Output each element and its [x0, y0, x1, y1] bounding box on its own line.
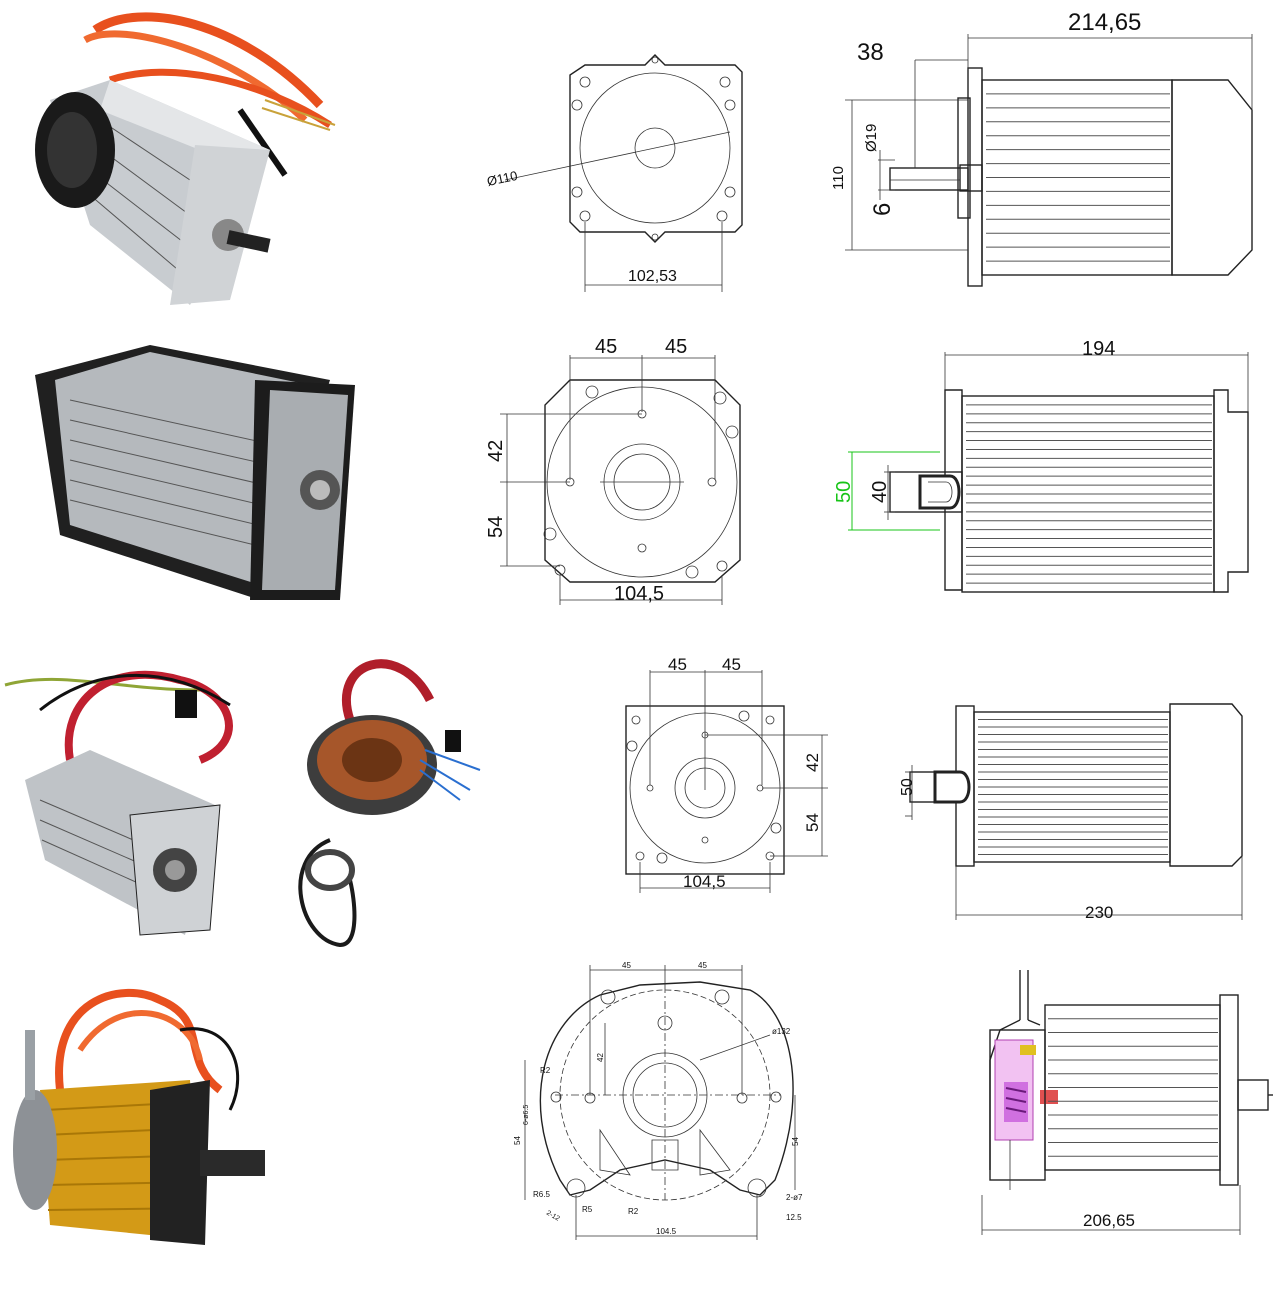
row2-width-label: 104,5: [614, 583, 664, 605]
row4-upper-label: 42: [596, 1053, 605, 1062]
row2-right-label: 45: [665, 336, 687, 358]
row3-shaft-label: 50: [899, 778, 916, 796]
row1-height-label: 110: [830, 166, 847, 190]
row4-side-view: 206,65: [981, 970, 1273, 1235]
row1-shaft-len-label: 38: [857, 39, 884, 66]
row4-overall-label: 206,65: [1083, 1211, 1135, 1230]
row3-upper-label: 42: [803, 753, 822, 772]
row3-side-view: 50 230: [899, 703, 1243, 922]
row3-lower-label: 54: [803, 813, 822, 832]
row3-left-label: 45: [668, 655, 687, 674]
row3-front-view: 45 45 42 54 104,5: [625, 655, 828, 893]
row2-front-view: 45 45 42 54 104,5: [485, 336, 741, 605]
row1-front-view: Ø110 102,53: [486, 54, 743, 292]
row4-rc-label: R5: [582, 1205, 593, 1214]
row4-holes-label: 2-ø7: [786, 1193, 803, 1202]
row1-width-label: 102,53: [628, 268, 677, 285]
motor-photo-4: [13, 989, 265, 1245]
row2-lower-label: 54: [485, 516, 507, 538]
row1-side-view: 214,65 38 Ø19 110 6: [830, 9, 1253, 287]
row2-upper-label: 42: [485, 440, 507, 462]
motor-photo-3: [4, 659, 481, 948]
row2-overall-label: 194: [1082, 338, 1115, 360]
row2-side-view: 194 50 40: [833, 338, 1249, 593]
row4-width-label: 104.5: [656, 1227, 677, 1236]
row4-right-label: 45: [698, 961, 707, 970]
row4-side-left-label: 54: [513, 1136, 522, 1145]
row2-left-label: 45: [595, 336, 617, 358]
row4-ra-label: R6.5: [533, 1190, 550, 1199]
row4-dia-label: ø132: [772, 1027, 791, 1036]
row4-depth-label: 12.5: [786, 1213, 802, 1222]
row1-dia-label: Ø110: [486, 168, 519, 189]
row2-inner-label: 40: [869, 481, 891, 503]
row1-overall-label: 214,65: [1068, 9, 1141, 36]
row4-rd-label: R2: [628, 1207, 639, 1216]
row3-width-label: 104,5: [683, 872, 726, 891]
motor-photo-1: [35, 12, 336, 305]
row4-left-label: 45: [622, 961, 631, 970]
row4-side-right-label: 54: [791, 1137, 800, 1146]
row4-front-view: 45 45 ø132 R2 6-ø6.5 54 54 42 104.5 R6.5…: [513, 961, 803, 1240]
row4-rb-label: 2-12: [545, 1210, 561, 1223]
row2-outer-label: 50: [833, 481, 855, 503]
row1-shaft-dia-label: Ø19: [863, 124, 880, 152]
motor-photo-2: [35, 345, 355, 600]
row1-key-label: 6: [869, 203, 896, 216]
row4-r-top-label: R2: [540, 1066, 551, 1075]
row4-offset-label: 6-ø6.5: [523, 1105, 530, 1125]
row3-right-label: 45: [722, 655, 741, 674]
row3-overall-label: 230: [1085, 903, 1113, 922]
